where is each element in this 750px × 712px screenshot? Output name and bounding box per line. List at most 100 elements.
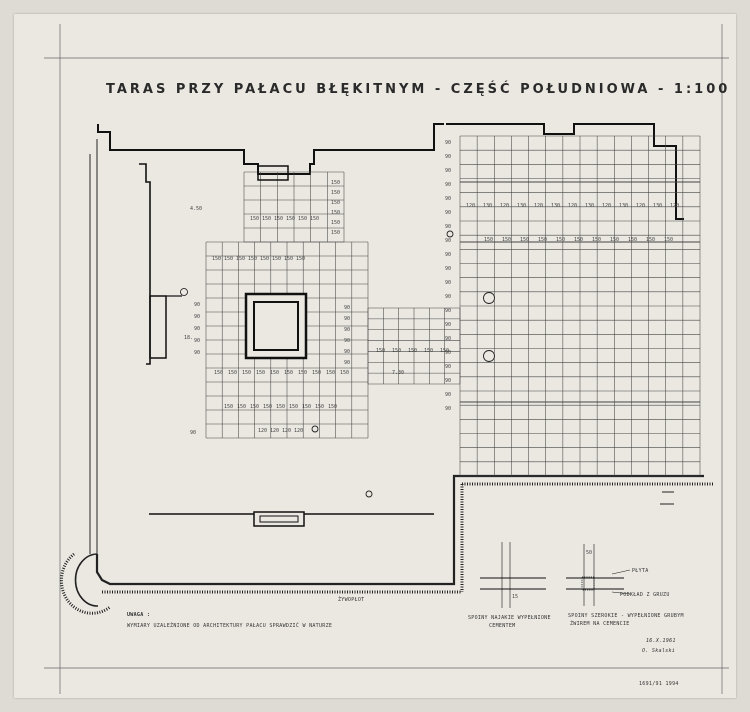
detail-base-label: PODKŁAD Z GRUZU xyxy=(620,592,670,598)
row-dim-label: 150 xyxy=(315,404,324,410)
row-dim-label: 90 xyxy=(445,182,451,188)
fountain-basin xyxy=(244,292,308,360)
row-dim-label: 150 xyxy=(312,370,321,376)
row-dim-label: 90 xyxy=(445,168,451,174)
row-dim-label: 150 xyxy=(331,220,340,226)
detail-right-caption-2: ŻWIREM NA CEMENCIE xyxy=(570,620,630,627)
palace-niche xyxy=(257,165,289,181)
row-dim-label: 120 xyxy=(282,428,291,434)
row-dim-label: 150 xyxy=(556,237,565,243)
dim-730: 7.30 xyxy=(392,370,404,376)
detail-left-caption-2: CEMENTEM xyxy=(489,623,515,629)
row-dim-label: 120 xyxy=(602,203,611,209)
row-dim-label: 90 xyxy=(445,406,451,412)
row-dim-label: 90 xyxy=(445,266,451,272)
row-dim-label: 90 xyxy=(445,238,451,244)
row-dim-label: 150 xyxy=(236,256,245,262)
row-dim-label: 150 xyxy=(484,237,493,243)
archive-stamp: 1691/91 1994 xyxy=(639,681,679,687)
row-dim-label: 150 xyxy=(276,404,285,410)
row-dim-label: 150 xyxy=(298,216,307,222)
palace-wall xyxy=(97,123,684,365)
row-dim-label: 150 xyxy=(610,237,619,243)
row-dim-label: 150 xyxy=(538,237,547,243)
dimension-labels: 4.50 18. 7.30 90 xyxy=(184,206,404,436)
row-dim-label: 130 xyxy=(551,203,560,209)
row-dim-label: 130 xyxy=(653,203,662,209)
paving-upper-square xyxy=(243,171,345,243)
row-dim-label: 90 xyxy=(194,326,200,332)
row-dim-label: 90 xyxy=(445,392,451,398)
row-dim-label: 120 xyxy=(500,203,509,209)
row-dim-label: 150 xyxy=(376,348,385,354)
paving-main-square xyxy=(205,241,369,439)
paving-east-terrace xyxy=(459,135,701,477)
row-dim-label: 150 xyxy=(424,348,433,354)
row-dim-label: 120 xyxy=(534,203,543,209)
detail-right-dim: 50 xyxy=(586,550,592,556)
row-dim-label: 150 xyxy=(310,216,319,222)
row-dim-label: 120 xyxy=(636,203,645,209)
row-dim-label: 150 xyxy=(331,200,340,206)
row-dim-label: 150 xyxy=(628,237,637,243)
dim-18: 18. xyxy=(184,335,193,341)
row-dim-label: 150 xyxy=(592,237,601,243)
row-dim-label: 150 xyxy=(284,256,293,262)
row-dim-label: 90 xyxy=(194,314,200,320)
row-dim-label: 90 xyxy=(445,378,451,384)
row-dim-label: 150 xyxy=(250,216,259,222)
row-dim-label: 150 xyxy=(520,237,529,243)
row-dim-label: 150 xyxy=(502,237,511,243)
row-dim-label: 150 xyxy=(440,348,449,354)
row-dim-label: 90 xyxy=(344,316,350,322)
row-dim-label: 150 xyxy=(212,256,221,262)
row-dim-label: 150 xyxy=(331,190,340,196)
row-dim-label: 150 xyxy=(224,256,233,262)
row-dim-label: 150 xyxy=(326,370,335,376)
row-dim-label: 90 xyxy=(445,280,451,286)
row-dim-label: 120 xyxy=(294,428,303,434)
row-dim-label: 150 xyxy=(331,210,340,216)
row-dim-label: 90 xyxy=(445,308,451,314)
row-dim-label: 150 xyxy=(298,370,307,376)
hedge-boundary xyxy=(59,474,714,615)
detail-left-caption-1: SPOINY NAJAKIE WYPEŁNIONE xyxy=(468,615,551,621)
dim-450: 4.50 xyxy=(190,206,202,212)
row-dim-label: 150 xyxy=(331,230,340,236)
joint-detail-wide: 50 xyxy=(566,544,631,606)
row-dim-label: 150 xyxy=(289,404,298,410)
note-heading: UWAGA : xyxy=(127,612,150,618)
row-dim-label: 150 xyxy=(274,216,283,222)
drawing-frame xyxy=(44,24,729,694)
paving-connecting-path xyxy=(367,307,461,385)
row-dim-label: 90 xyxy=(344,327,350,333)
row-dim-label: 130 xyxy=(483,203,492,209)
row-dim-label: 130 xyxy=(585,203,594,209)
drawing-title: TARAS PRZY PAŁACU BŁĘKITNYM - CZĘŚĆ POŁU… xyxy=(106,81,730,97)
drawing-sheet: TARAS PRZY PAŁACU BŁĘKITNYM - CZĘŚĆ POŁU… xyxy=(14,14,736,698)
row-dim-label: 90 xyxy=(445,154,451,160)
row-dim-label: 150 xyxy=(408,348,417,354)
row-dim-label: 90 xyxy=(344,360,350,366)
row-dim-label: 150 xyxy=(214,370,223,376)
signature-name: O. Skalski xyxy=(642,648,675,654)
row-dim-label: 90 xyxy=(445,252,451,258)
row-dim-label: 150 xyxy=(248,256,257,262)
row-dim-label: 150 xyxy=(272,256,281,262)
row-dim-label: 90 xyxy=(194,302,200,308)
terrace-plan-drawing: TARAS PRZY PAŁACU BŁĘKITNYM - CZĘŚĆ POŁU… xyxy=(44,24,730,694)
row-dim-label: 150 xyxy=(302,404,311,410)
row-dim-label: 150 xyxy=(646,237,655,243)
garden-posts xyxy=(311,230,495,498)
detail-right-caption-1: SPOINY SZEROKIE - WYPEŁNIONE GRUBYM xyxy=(568,613,684,619)
row-dim-label: 90 xyxy=(344,338,350,344)
row-dim-label: 150 xyxy=(270,370,279,376)
lower-step xyxy=(149,511,434,527)
row-dim-label: 90 xyxy=(445,140,451,146)
row-dim-label: 150 xyxy=(392,348,401,354)
row-dim-label: 150 xyxy=(242,370,251,376)
detail-left-dim: 15 xyxy=(512,594,518,600)
row-dim-label: 90 xyxy=(194,338,200,344)
row-dim-label: 150 xyxy=(328,404,337,410)
